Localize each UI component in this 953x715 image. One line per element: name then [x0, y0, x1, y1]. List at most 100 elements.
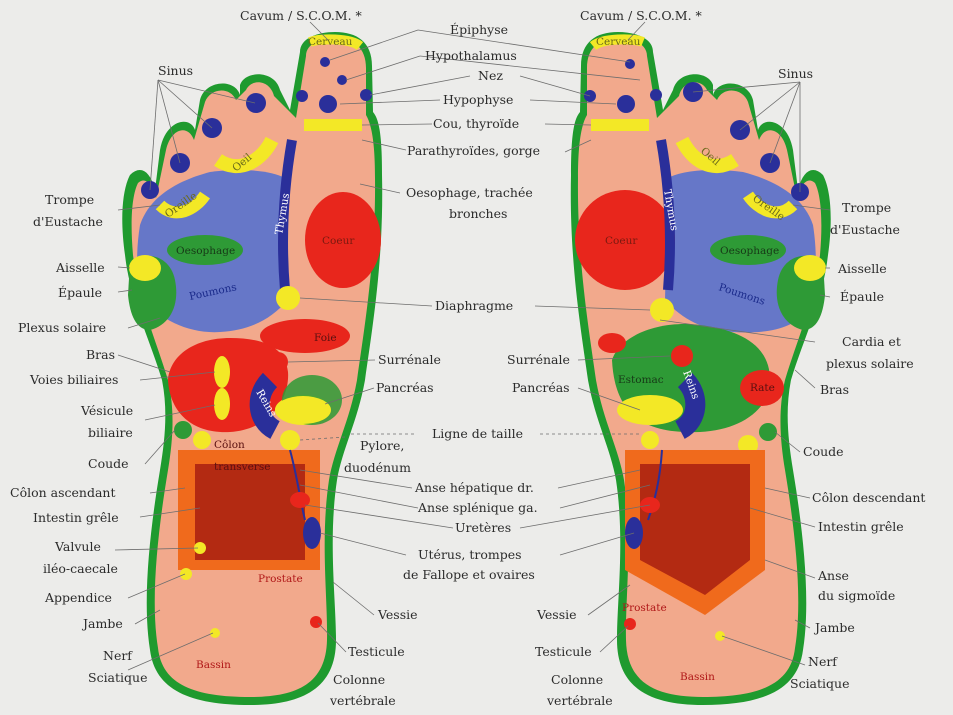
left-pylorus-dot: [280, 430, 300, 450]
right-diaphragm-dot: [650, 298, 674, 322]
label-uterus-1: Utérus, trompes: [418, 547, 522, 562]
label-oesophage-1: Oesophage, trachée: [406, 185, 533, 200]
label-parathyroides: Parathyroïdes, gorge: [407, 143, 540, 158]
label-nerf-left-2: Sciatique: [88, 670, 148, 685]
label-diaphragme: Diaphragme: [435, 298, 513, 313]
label-bras-right: Bras: [820, 382, 849, 397]
label-pylore-1: Pylore,: [360, 438, 404, 453]
zone-bassin-right: Bassin: [680, 671, 715, 683]
left-sinus-dot-1: [246, 93, 266, 113]
label-epaule-left: Épaule: [58, 285, 102, 300]
left-small-intestine-zone: [195, 464, 305, 560]
label-colonne-right-2: vertébrale: [546, 693, 613, 708]
label-cardia-2: plexus solaire: [826, 356, 914, 371]
right-yellow-dot-2: [641, 431, 659, 449]
right-cardia-oval: [598, 333, 626, 353]
label-cavum-right: Cavum / S.C.O.M. *: [580, 8, 703, 23]
label-nerf-right-2: Sciatique: [790, 676, 850, 691]
zone-rate: Rate: [750, 382, 775, 394]
zone-oesophage-left: Oesophage: [176, 245, 235, 257]
label-anse-hepatique: Anse hépatique dr.: [414, 480, 534, 495]
label-uterus-2: de Fallope et ovaires: [403, 567, 535, 582]
label-testicule-left: Testicule: [348, 644, 405, 659]
left-bile-ducts-zone: [214, 356, 230, 388]
right-neck-dot: [650, 89, 662, 101]
label-hypophyse: Hypophyse: [443, 92, 513, 107]
label-sinus-left: Sinus: [158, 63, 193, 78]
label-colonne-right-1: Colonne: [551, 672, 603, 687]
right-pancreas-zone: [617, 395, 683, 425]
label-ligne-taille: Ligne de taille: [432, 426, 523, 441]
right-epiphysis-dot: [625, 59, 635, 69]
label-trompe-left-1: Trompe: [45, 192, 94, 207]
right-hypophysis-dot: [617, 95, 635, 113]
right-foot: [571, 32, 831, 705]
zone-prostate-right: Prostate: [622, 602, 667, 614]
label-intestin-left: Intestin grêle: [33, 510, 119, 525]
left-nose-dot: [296, 90, 308, 102]
zone-foie: Foie: [314, 332, 337, 344]
label-vesicule-2: biliaire: [88, 425, 133, 440]
label-aisselle-left: Aisselle: [55, 260, 105, 275]
label-pylore-2: duodénum: [344, 460, 411, 475]
label-colonne-left-2: vertébrale: [329, 693, 396, 708]
label-cardia-1: Cardia et: [842, 334, 901, 349]
left-appendix-dot: [180, 568, 192, 580]
zone-transverse: transverse: [214, 461, 270, 473]
label-aisselle-right: Aisselle: [837, 261, 887, 276]
label-valvule-1: Valvule: [54, 539, 101, 554]
label-jambe-right: Jambe: [813, 620, 855, 635]
label-coude-right: Coude: [803, 444, 844, 459]
label-oesophage-2: bronches: [449, 206, 507, 221]
label-trompe-right-2: d'Eustache: [830, 222, 900, 237]
label-vessie-right: Vessie: [536, 607, 577, 622]
right-elbow-dot: [759, 423, 777, 441]
label-jambe-left: Jambe: [81, 616, 123, 631]
label-surrenale-left: Surrénale: [378, 352, 441, 367]
zone-cerveau-left: Cerveau: [308, 36, 353, 48]
left-pancreas-zone-top: [275, 396, 331, 424]
label-testicule-right: Testicule: [535, 644, 592, 659]
label-bras-left: Bras: [86, 347, 115, 362]
left-armpit-zone: [129, 255, 161, 281]
left-foot: [122, 32, 382, 705]
left-uterus-zone: [303, 517, 321, 549]
label-plexus-left: Plexus solaire: [18, 320, 106, 335]
label-nerf-left-1: Nerf: [103, 648, 133, 663]
label-hypothalamus: Hypothalamus: [425, 48, 517, 63]
label-nez: Nez: [478, 68, 503, 83]
label-colonne-left-1: Colonne: [333, 672, 385, 687]
label-epiphyse: Épiphyse: [450, 22, 508, 37]
label-anse-sigmoide-1: Anse: [817, 568, 849, 583]
zone-bassin-left: Bassin: [196, 659, 231, 671]
label-voies-biliaires: Voies biliaires: [29, 372, 118, 387]
label-epaule-right: Épaule: [840, 289, 884, 304]
left-elbow-dot: [174, 421, 192, 439]
label-valvule-2: iléo-caecale: [43, 561, 118, 576]
label-vessie-left: Vessie: [377, 607, 418, 622]
label-trompe-right-1: Trompe: [842, 200, 891, 215]
label-surrenale-right: Surrénale: [507, 352, 570, 367]
label-coude-left: Coude: [88, 456, 129, 471]
zone-cerveau-right: Cerveau: [596, 36, 641, 48]
label-anse-splenique: Anse splénique ga.: [417, 500, 538, 515]
label-trompe-left-2: d'Eustache: [33, 214, 103, 229]
label-anse-sigmoide-2: du sigmoïde: [818, 588, 895, 603]
label-intestin-right: Intestin grêle: [818, 519, 904, 534]
left-sciatic-dot: [210, 628, 220, 638]
zone-estomac: Estomac: [618, 374, 664, 386]
zone-colon: Côlon: [214, 439, 245, 451]
left-adrenal-dot: [268, 352, 288, 372]
label-cou-thyroide: Cou, thyroïde: [433, 116, 519, 131]
label-vesicule-1: Vésicule: [80, 403, 133, 418]
zone-prostate-left: Prostate: [258, 573, 303, 585]
zone-coeur-left: Coeur: [322, 235, 355, 247]
label-sinus-right: Sinus: [778, 66, 813, 81]
label-ureteres: Uretères: [455, 520, 511, 535]
label-appendice: Appendice: [44, 590, 112, 605]
zone-oesophage-right: Oesophage: [720, 245, 779, 257]
left-gallbladder-zone: [214, 388, 230, 420]
label-pancreas-right: Pancréas: [512, 380, 570, 395]
left-diaphragm-dot: [276, 286, 300, 310]
